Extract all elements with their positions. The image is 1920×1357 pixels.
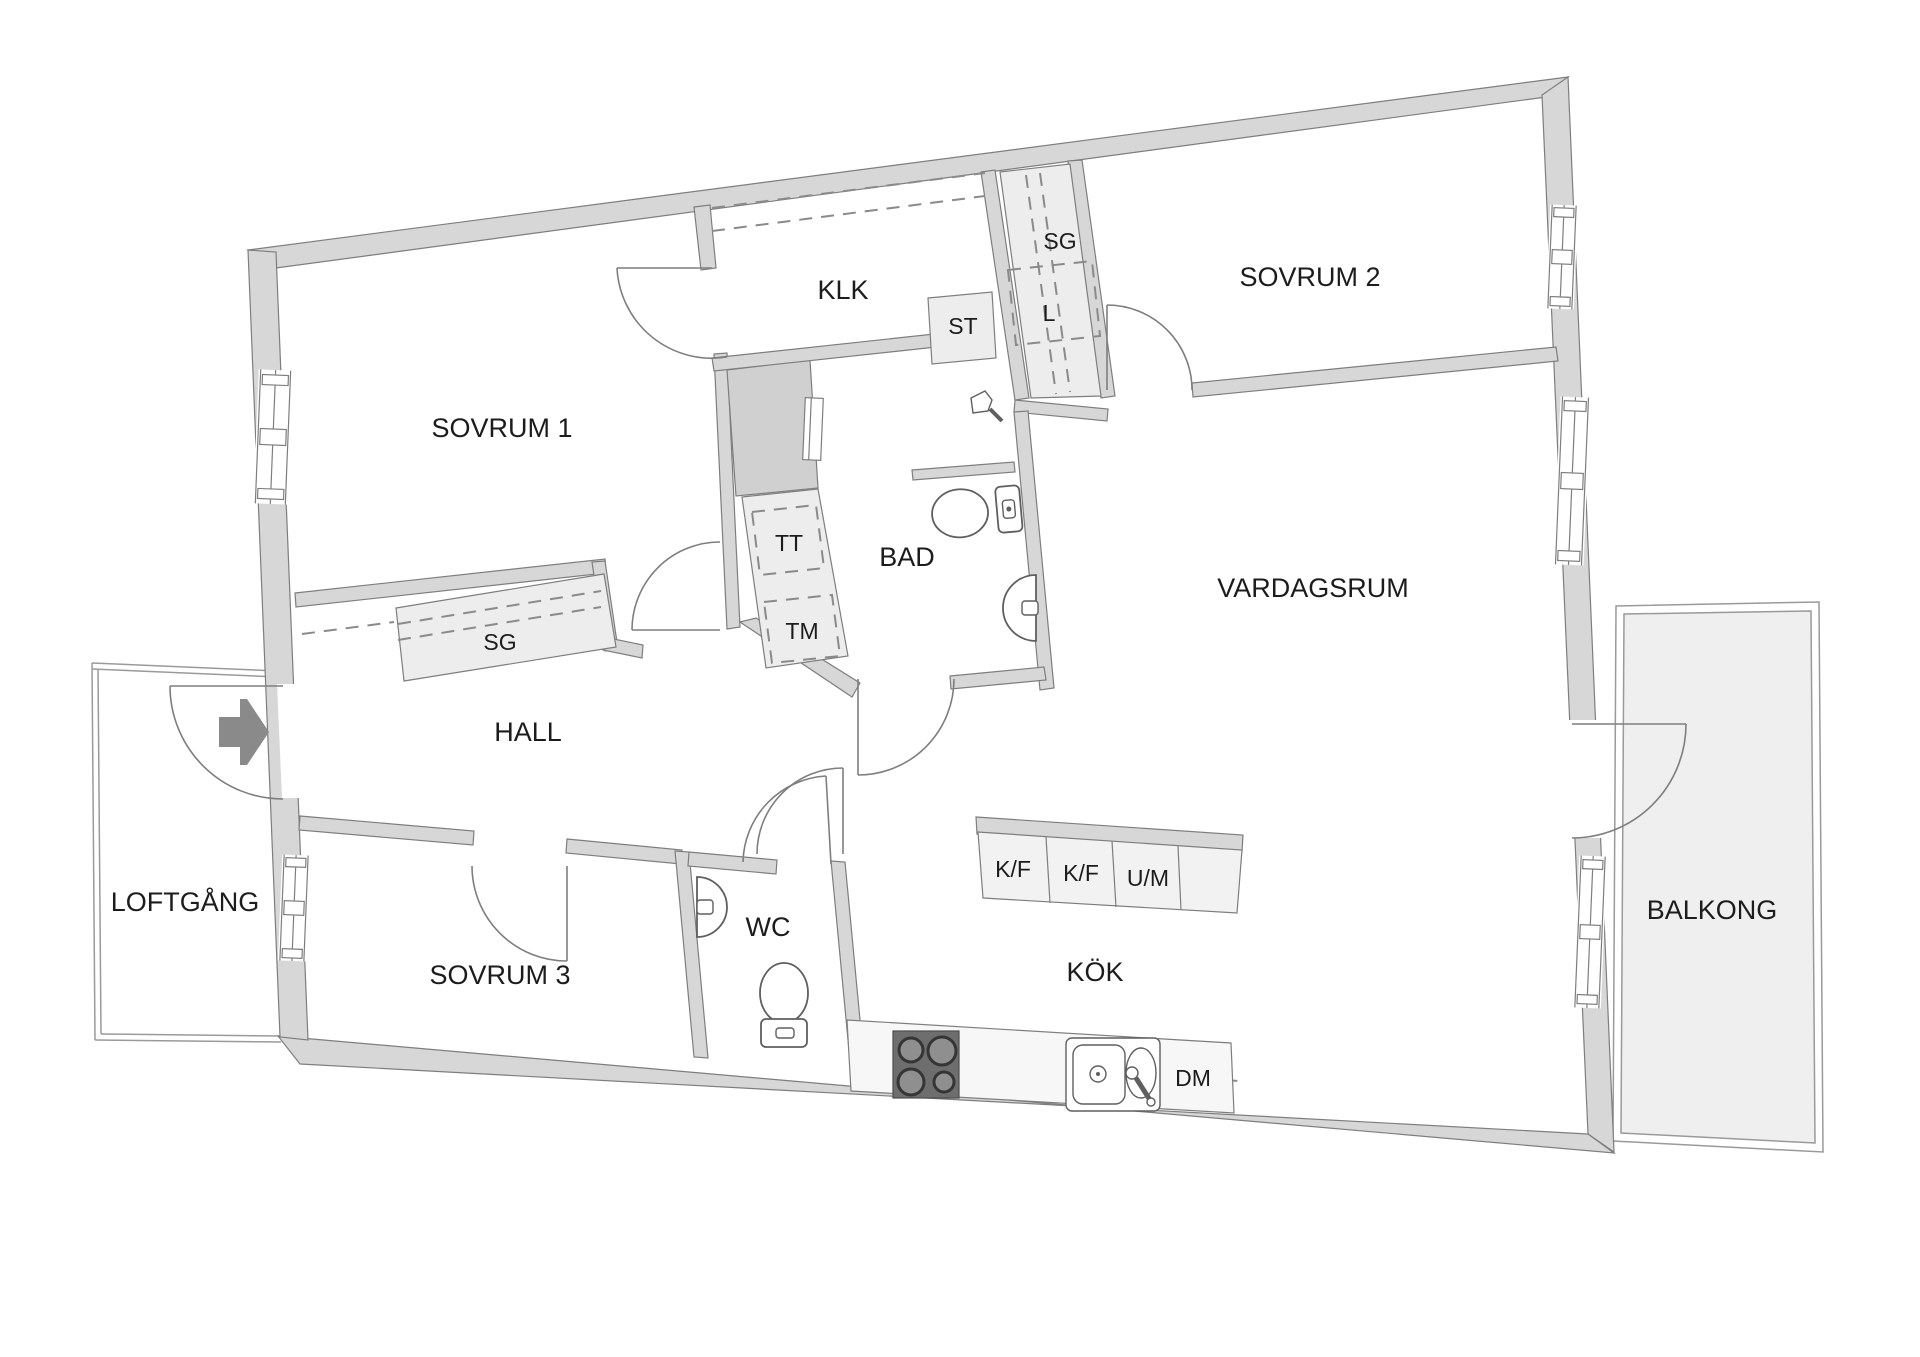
bathroom-sink-icon <box>1002 574 1039 642</box>
sovrum2-door <box>1106 304 1193 391</box>
label-kok: KÖK <box>1066 957 1123 987</box>
label-sg-top: SG <box>1043 228 1076 254</box>
label-wc: WC <box>746 912 791 942</box>
stove-icon <box>892 1030 960 1099</box>
label-kf2: K/F <box>1063 860 1099 886</box>
label-um: U/M <box>1127 865 1169 891</box>
label-vardagsrum: VARDAGSRUM <box>1217 573 1409 603</box>
label-loftgang: LOFTGÅNG <box>111 886 260 917</box>
label-tm: TM <box>785 618 818 644</box>
shaft-niche <box>802 397 824 461</box>
wall-hall-sovrum3-right <box>565 838 683 865</box>
bad-door <box>857 678 955 776</box>
label-sovrum1: SOVRUM 1 <box>431 413 572 443</box>
wc-toilet-icon <box>759 962 809 1048</box>
wall-hall-sovrum3-left <box>298 815 475 846</box>
wall-klk-sg <box>980 169 1030 401</box>
wall-sg-bottom <box>1013 399 1109 422</box>
closet-st-box <box>927 291 997 365</box>
window-sovrum1 <box>253 369 293 505</box>
balcony-door <box>1571 723 1687 839</box>
label-sovrum3: SOVRUM 3 <box>429 960 570 990</box>
label-kf1: K/F <box>995 856 1031 882</box>
wall-wc-left <box>674 850 709 1059</box>
entry-door <box>169 685 284 800</box>
wall-sovrum2-bottom <box>1191 346 1559 398</box>
label-bad: BAD <box>879 542 935 572</box>
label-dm: DM <box>1175 1065 1211 1091</box>
wall-s1-klk-stub <box>693 204 717 271</box>
kitchen-sink-icon <box>1065 1037 1161 1112</box>
window-vardagsrum-upper <box>1553 396 1591 566</box>
klk-door <box>616 267 728 360</box>
wall-shaft-left <box>713 352 741 630</box>
window-sovrum3 <box>277 854 311 962</box>
island-cells <box>977 831 1243 914</box>
window-sovrum2 <box>1545 204 1579 310</box>
door-gaps <box>277 684 1604 838</box>
sovrum1-door <box>631 541 721 631</box>
label-sovrum2: SOVRUM 2 <box>1239 262 1380 292</box>
sovrum3-door <box>471 865 568 962</box>
toilet-icon <box>931 484 1024 539</box>
kitchen-island <box>975 816 1244 914</box>
kitchen-door <box>756 767 844 855</box>
wc-fixtures <box>696 876 809 1048</box>
loftgang-outline <box>91 662 282 1043</box>
bathroom-fixtures <box>911 390 1039 642</box>
doors <box>169 267 1687 962</box>
label-balkong: BALKONG <box>1647 895 1778 925</box>
label-sg-hall: SG <box>483 629 516 655</box>
label-tt: TT <box>775 530 803 556</box>
balcony-door-gap <box>1566 720 1604 838</box>
wall-bad-bottom <box>949 666 1047 690</box>
window-vardagsrum-lower <box>1572 855 1608 1009</box>
shower-rail <box>911 461 1016 481</box>
windows <box>253 204 1608 1009</box>
entry-gap <box>277 684 307 798</box>
wall-bad-right <box>1013 410 1055 691</box>
room-labels: SOVRUM 1 KLK ST SG L SOVRUM 2 TT TM BAD … <box>111 228 1778 1091</box>
shower-icon <box>970 390 1004 423</box>
wall-wc-top <box>687 851 778 875</box>
wc-door <box>742 775 832 865</box>
closet-tt-tm <box>741 488 849 669</box>
closet-sg-hall <box>395 573 617 682</box>
entry-arrow-icon <box>219 699 269 765</box>
balcony-outline <box>1612 601 1824 1153</box>
closets <box>395 163 1102 682</box>
label-st: ST <box>948 313 977 339</box>
kitchen-counter <box>846 1019 1235 1114</box>
wc-sink-icon <box>696 876 728 938</box>
label-hall: HALL <box>494 717 562 747</box>
wall-top <box>246 76 1570 269</box>
label-l: L <box>1043 300 1056 326</box>
label-klk: KLK <box>817 275 868 305</box>
